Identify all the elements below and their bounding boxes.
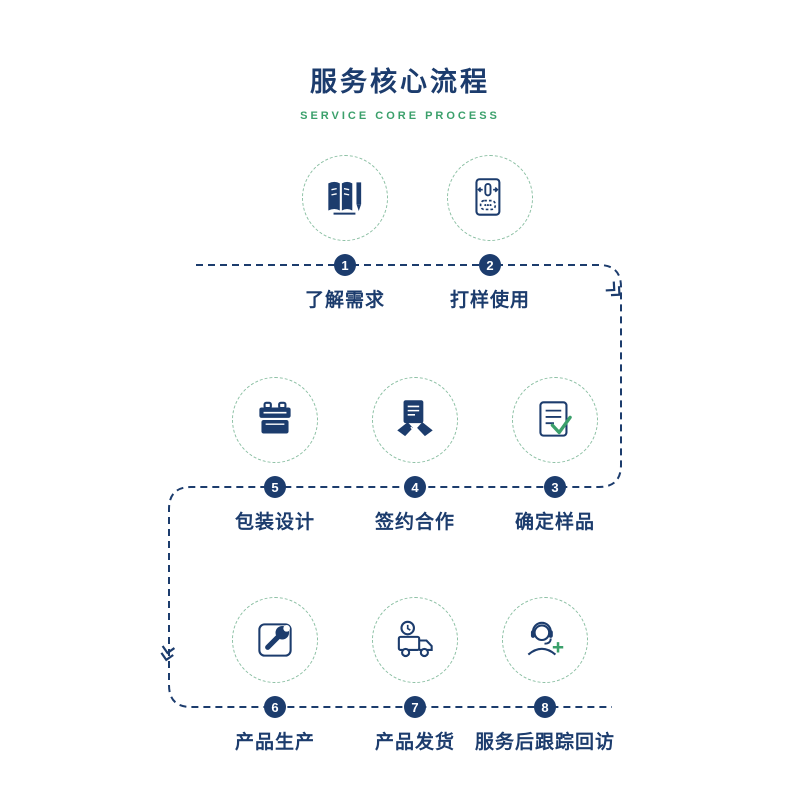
step-8-icon-circle [502, 597, 588, 683]
step-7-number-badge: 7 [404, 696, 426, 718]
package-box-icon [259, 401, 291, 434]
step-6-number-badge: 6 [264, 696, 286, 718]
flow-arrow-left-icon [160, 645, 176, 662]
step-3: 3 确定样品 [460, 377, 650, 534]
step-1-icon-circle [302, 155, 388, 241]
step-5-number-badge: 5 [264, 476, 286, 498]
notebook-pen-icon [328, 181, 362, 215]
step-2: 2 打样使用 [395, 155, 585, 312]
step-8-label: 服务后跟踪回访 [474, 732, 615, 753]
document-check-icon [539, 401, 572, 437]
production-tools-icon [258, 623, 292, 657]
step-6-icon-circle [232, 597, 318, 683]
step-3-label: 确定样品 [514, 512, 595, 533]
step-5: 5 包装设计 [180, 377, 370, 534]
step-4-number-badge: 4 [404, 476, 426, 498]
page-subtitle: SERVICE CORE PROCESS [300, 110, 500, 122]
step-3-icon-circle [512, 377, 598, 463]
step-7-icon-circle [372, 597, 458, 683]
customer-service-headset-icon [527, 621, 564, 656]
sample-test-icon [475, 178, 501, 216]
step-3-number-badge: 3 [544, 476, 566, 498]
step-5-label: 包装设计 [234, 512, 315, 533]
step-1-number-badge: 1 [334, 254, 356, 276]
page-title: 服务核心流程 [310, 67, 490, 97]
step-8: 8 服务后跟踪回访 [450, 597, 640, 754]
step-4-icon-circle [372, 377, 458, 463]
step-7-label: 产品发货 [374, 732, 455, 753]
step-8-number-badge: 8 [534, 696, 556, 718]
step-7: 7 产品发货 [320, 597, 510, 754]
page-header: 服务核心流程 SERVICE CORE PROCESS [0, 60, 800, 122]
flow-arrow-right-icon [605, 281, 621, 297]
contract-handshake-icon [397, 400, 433, 437]
step-2-label: 打样使用 [449, 290, 530, 311]
step-2-icon-circle [447, 155, 533, 241]
step-2-number-badge: 2 [479, 254, 501, 276]
delivery-truck-icon [397, 620, 433, 658]
step-4: 4 签约合作 [320, 377, 510, 534]
step-6: 6 产品生产 [180, 597, 370, 754]
step-5-icon-circle [232, 377, 318, 463]
step-1-label: 了解需求 [304, 290, 385, 311]
step-6-label: 产品生产 [234, 732, 315, 753]
step-1: 1 了解需求 [250, 155, 440, 312]
step-4-label: 签约合作 [374, 512, 455, 533]
